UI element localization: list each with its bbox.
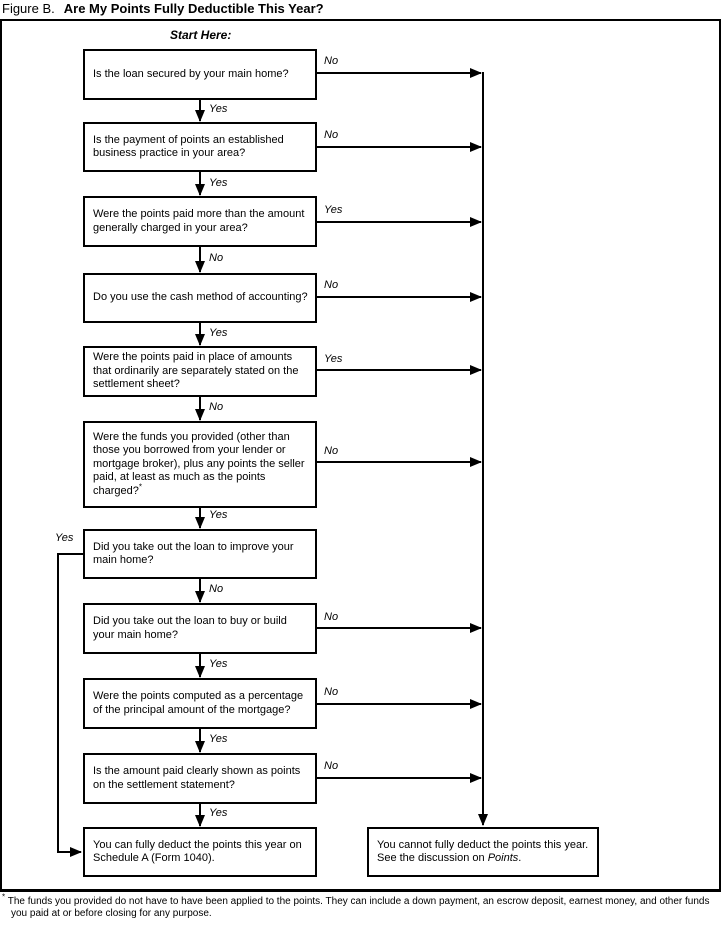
question-text: Did you take out the loan to improve you… — [93, 540, 294, 567]
result-box-not-fully-deductible: You cannot fully deduct the points this … — [367, 827, 599, 877]
question-box-points-more-than-charged: Were the points paid more than the amoun… — [83, 196, 317, 247]
branch-label-no: No — [209, 583, 224, 595]
result-text: You cannot fully deduct the points this … — [377, 839, 591, 866]
result-text-after: . — [518, 852, 522, 864]
footnote-line-2: you paid at or before closing for any pu… — [11, 908, 212, 919]
result-text-points-term: Points — [487, 852, 519, 864]
question-text-main: Were the funds you provided (other than … — [93, 430, 305, 497]
question-text: Is the payment of points an established … — [93, 133, 284, 160]
figure-title-text: Are My Points Fully Deductible This Year… — [63, 1, 324, 16]
footnote: * The funds you provided do not have to … — [2, 892, 710, 920]
question-box-loan-to-improve: Did you take out the loan to improve you… — [83, 529, 317, 579]
question-box-points-in-place-of-amounts: Were the points paid in place of amounts… — [83, 346, 317, 397]
branch-label-no: No — [324, 611, 339, 623]
branch-label-no: No — [324, 279, 339, 291]
branch-label-no: No — [324, 760, 339, 772]
branch-label-no: No — [324, 55, 339, 67]
result-text-before: You cannot fully deduct the points this … — [377, 838, 589, 865]
branch-label-yes: Yes — [324, 353, 343, 365]
footnote-reference-asterisk: * — [138, 482, 142, 492]
branch-label-no: No — [324, 445, 339, 457]
question-text: Do you use the cash method of accounting… — [93, 291, 308, 304]
question-box-funds-provided: Were the funds you provided (other than … — [83, 421, 317, 508]
question-text: Were the points paid in place of amounts… — [93, 351, 299, 391]
result-text: You can fully deduct the points this yea… — [93, 838, 302, 865]
branch-label-yes: Yes — [209, 177, 228, 189]
branch-label-yes: Yes — [209, 327, 228, 339]
question-text: Did you take out the loan to buy or buil… — [93, 615, 287, 641]
result-box-fully-deductible: You can fully deduct the points this yea… — [83, 827, 317, 877]
question-text: Were the points paid more than the amoun… — [93, 208, 305, 234]
question-box-points-percentage: Were the points computed as a percentage… — [83, 678, 317, 729]
question-box-cash-method: Do you use the cash method of accounting… — [83, 273, 317, 323]
footnote-text: The funds you provided do not have to ha… — [5, 896, 710, 907]
question-box-loan-secured: Is the loan secured by your main home? — [83, 49, 317, 100]
question-text: Is the loan secured by your main home? — [93, 67, 289, 80]
figure-title: Figure B. Are My Points Fully Deductible … — [2, 1, 324, 16]
question-text: Is the amount paid clearly shown as poin… — [93, 765, 301, 791]
start-here-label: Start Here: — [170, 28, 232, 42]
branch-label-yes: Yes — [209, 103, 228, 115]
branch-label-yes-left: Yes — [55, 532, 74, 544]
branch-label-no: No — [324, 686, 339, 698]
branch-label-yes: Yes — [209, 807, 228, 819]
figure-label: Figure B. — [2, 1, 55, 16]
branch-label-yes: Yes — [209, 733, 228, 745]
branch-label-no: No — [209, 401, 224, 413]
branch-label-no: No — [209, 252, 224, 264]
question-box-clearly-shown: Is the amount paid clearly shown as poin… — [83, 753, 317, 804]
footnote-line-1: * The funds you provided do not have to … — [2, 892, 710, 908]
branch-label-yes: Yes — [209, 509, 228, 521]
question-text: Were the points computed as a percentage… — [93, 690, 304, 716]
branch-label-yes: Yes — [209, 658, 228, 670]
footnote-asterisk: * — [2, 892, 6, 902]
question-text: Were the funds you provided (other than … — [93, 431, 309, 499]
question-box-loan-to-buy-build: Did you take out the loan to buy or buil… — [83, 603, 317, 654]
branch-label-no: No — [324, 129, 339, 141]
branch-label-yes: Yes — [324, 204, 343, 216]
flowchart-border — [0, 19, 721, 892]
question-box-established-practice: Is the payment of points an established … — [83, 122, 317, 172]
